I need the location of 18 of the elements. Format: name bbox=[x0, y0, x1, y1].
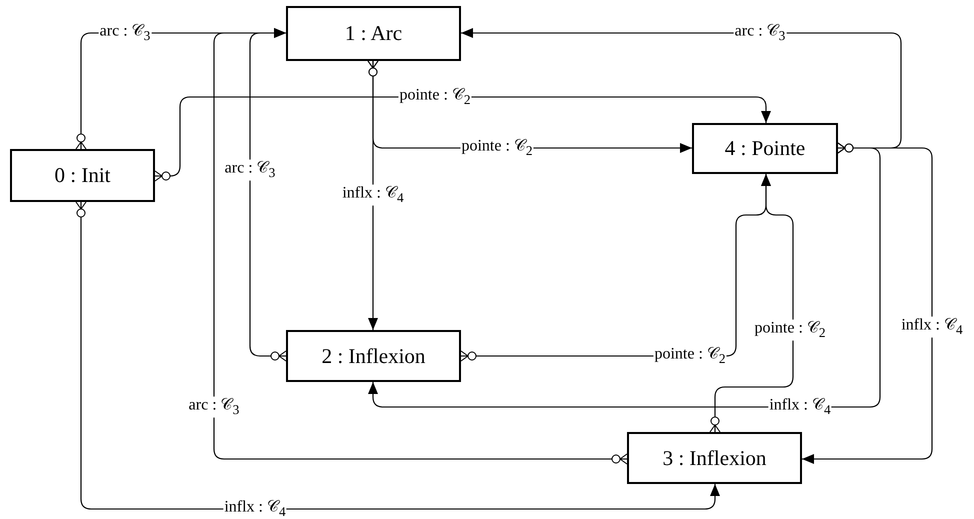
state-box: 2 : Inflexion bbox=[286, 330, 461, 382]
edge-label: arc : 𝒞$_{3}$ bbox=[188, 396, 240, 418]
state-box: 3 : Inflexion bbox=[627, 432, 802, 484]
edge-label: inflx : 𝒞$_{4}$ bbox=[341, 184, 405, 206]
edge-label: inflx : 𝒞$_{4}$ bbox=[223, 498, 287, 519]
state-box: 0 : Init bbox=[10, 149, 155, 202]
edge-label: arc : 𝒞$_{3}$ bbox=[98, 22, 152, 44]
edge-label: pointe : 𝒞$_{2}$ bbox=[753, 320, 827, 340]
connector-arrow bbox=[76, 202, 720, 510]
connector-arrow bbox=[710, 174, 794, 432]
edge-label: arc : 𝒞$_{3}$ bbox=[224, 160, 276, 180]
connector-arrow bbox=[802, 142, 933, 464]
edge-label: inflx : 𝒞$_{4}$ bbox=[900, 316, 964, 338]
state-box: 4 : Pointe bbox=[692, 123, 838, 174]
connector-arrow bbox=[154, 96, 771, 182]
edge-label: arc : 𝒞$_{3}$ bbox=[734, 22, 786, 44]
state-box: 1 : Arc bbox=[286, 6, 461, 61]
connector-arrow bbox=[213, 28, 628, 464]
